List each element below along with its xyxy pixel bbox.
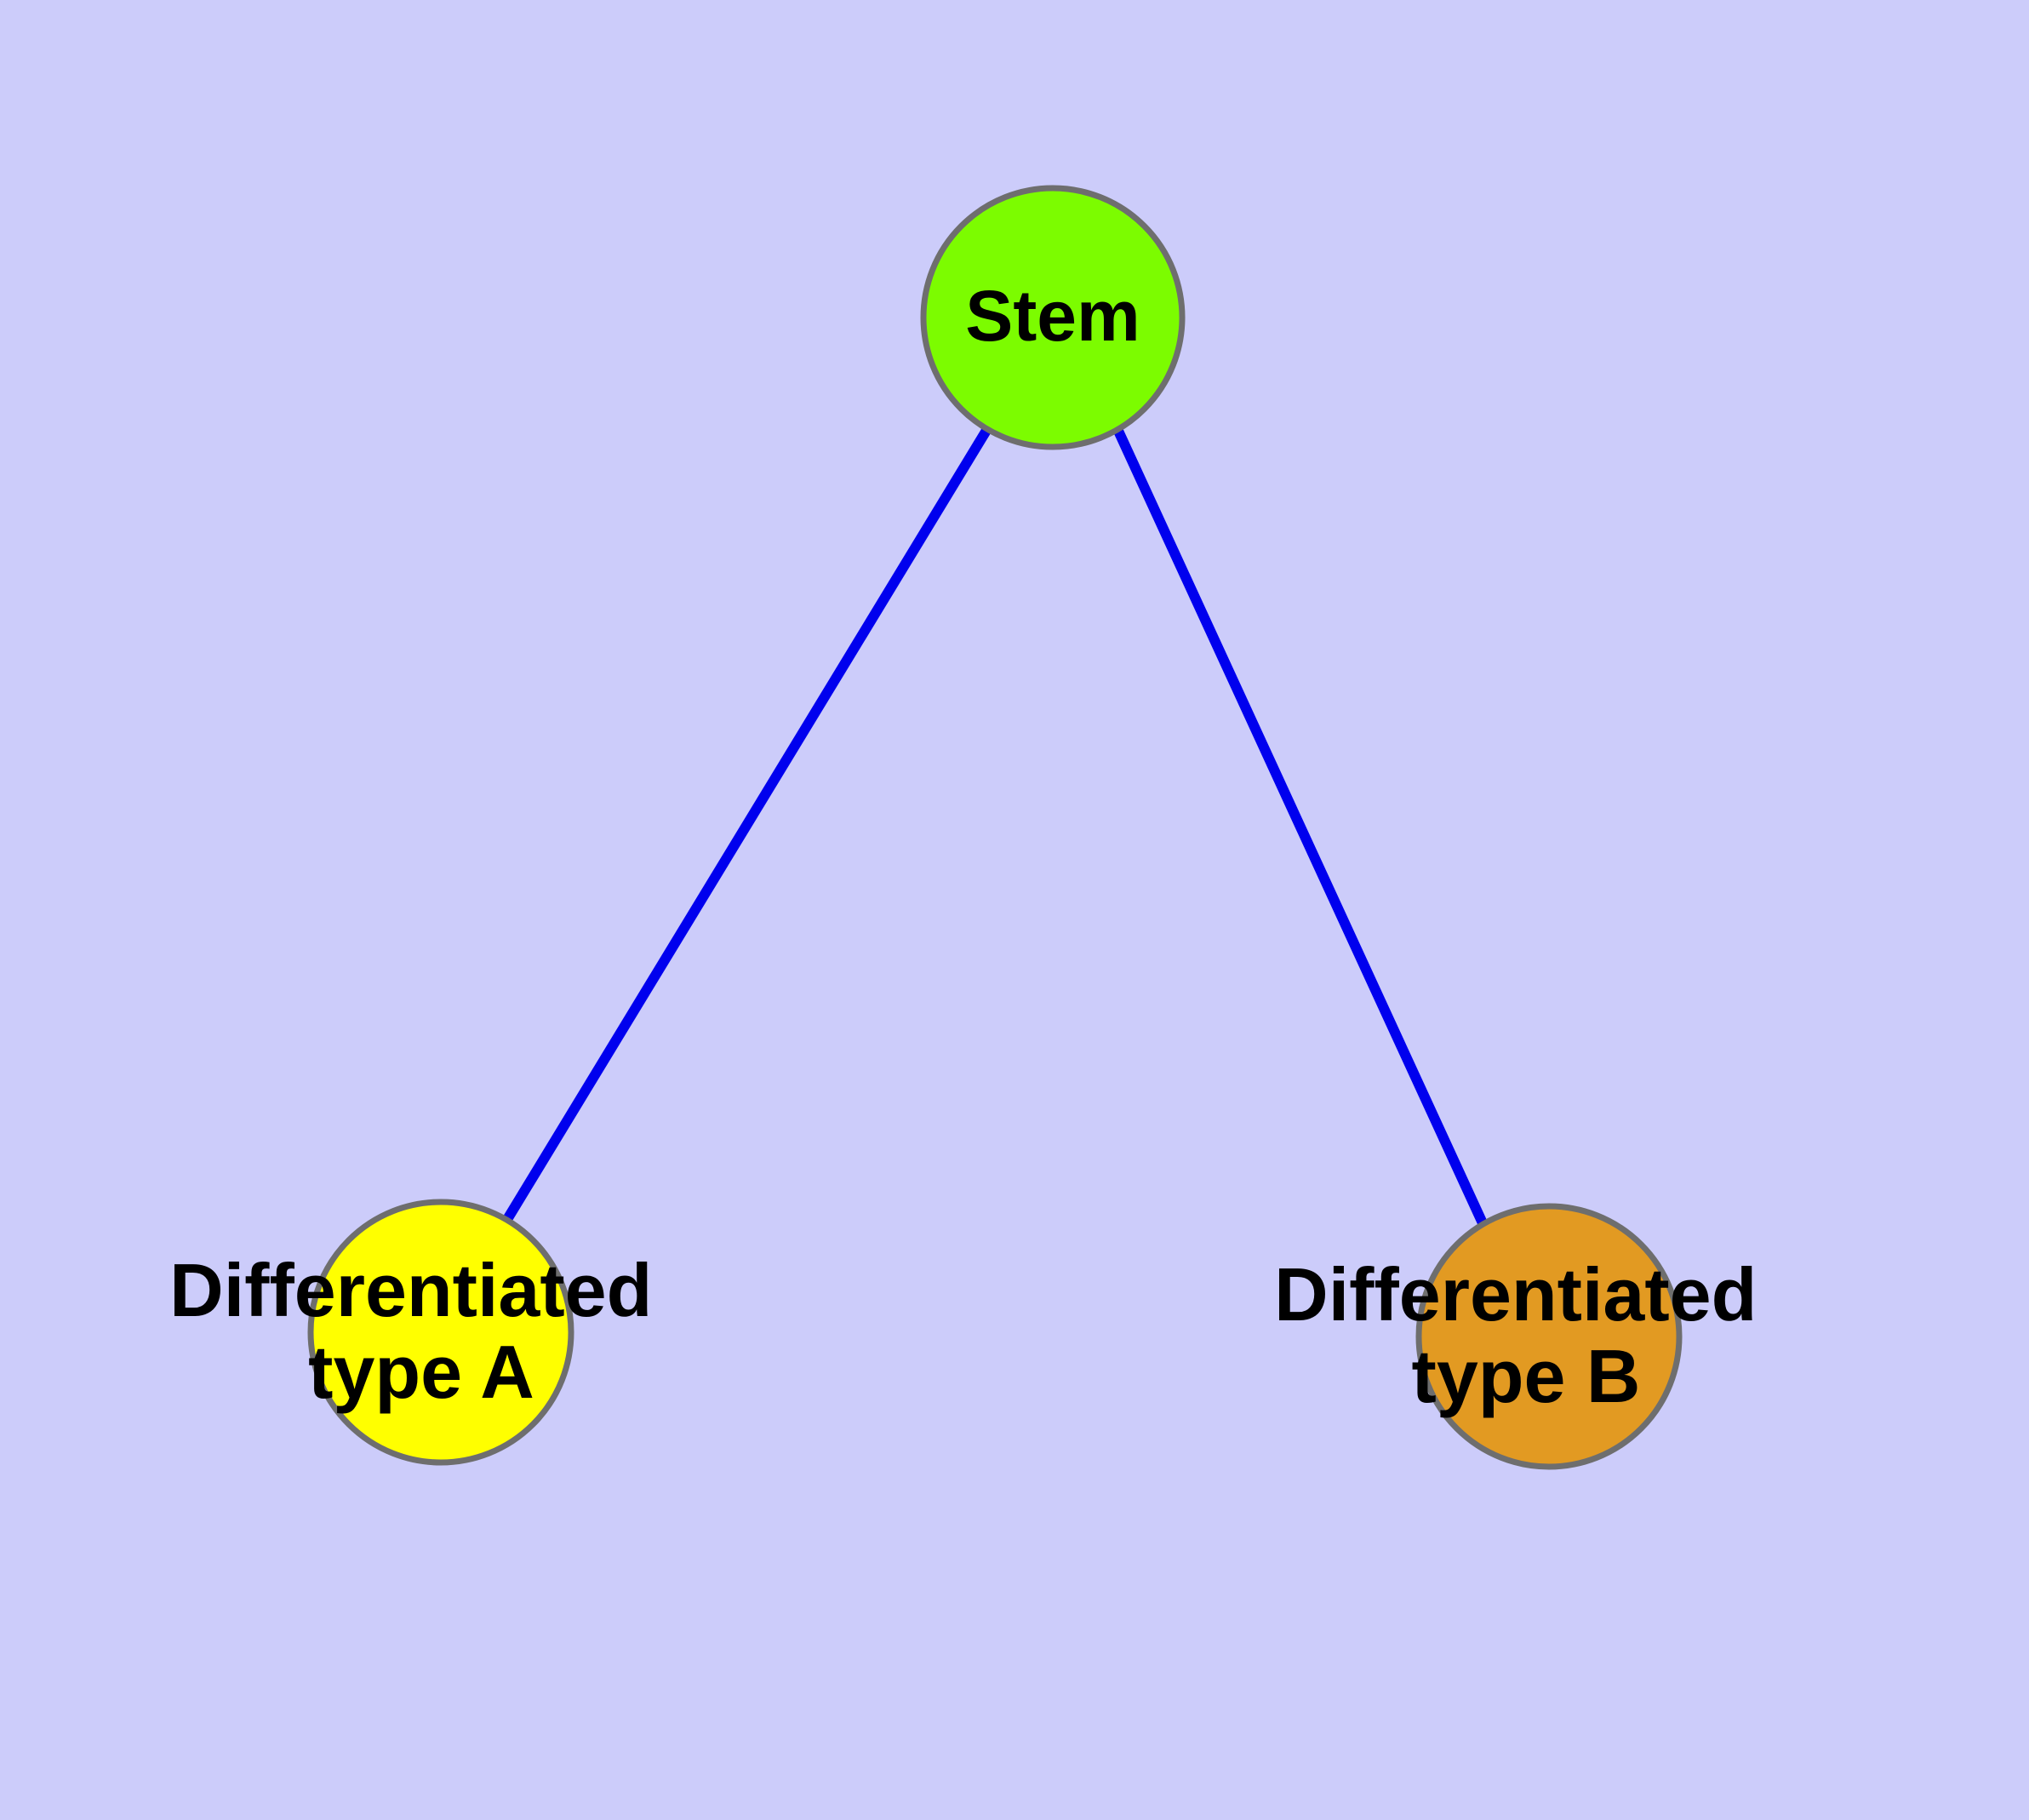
- node-circle-differentiated-type-a[interactable]: [307, 1199, 574, 1466]
- labels-group: Stem Differentiated type A Differentiate…: [169, 276, 1778, 1418]
- node-label-differentiated-type-b-line2: type B: [1412, 1334, 1641, 1418]
- node-label-differentiated-type-a-line1: Differentiated: [169, 1248, 652, 1332]
- nodes-group: [307, 185, 1683, 1470]
- node-circle-differentiated-type-b[interactable]: [1415, 1203, 1683, 1470]
- edges-group: [501, 426, 1489, 1228]
- node-label-differentiated-type-a: Differentiated type A: [169, 1248, 673, 1414]
- edge-stem-to-differentiated-a[interactable]: [501, 426, 992, 1224]
- node-stem[interactable]: [920, 185, 1186, 450]
- edge-stem-to-differentiated-b[interactable]: [1112, 426, 1489, 1228]
- node-circle-stem[interactable]: [920, 185, 1186, 450]
- node-label-stem: Stem: [965, 276, 1140, 356]
- node-label-differentiated-type-b-line1: Differentiated: [1274, 1252, 1757, 1336]
- node-differentiated-type-a[interactable]: [307, 1199, 574, 1466]
- node-label-differentiated-type-a-line2: type A: [308, 1330, 534, 1414]
- node-label-differentiated-type-b: Differentiated type B: [1274, 1252, 1778, 1418]
- node-differentiated-type-b[interactable]: [1415, 1203, 1683, 1470]
